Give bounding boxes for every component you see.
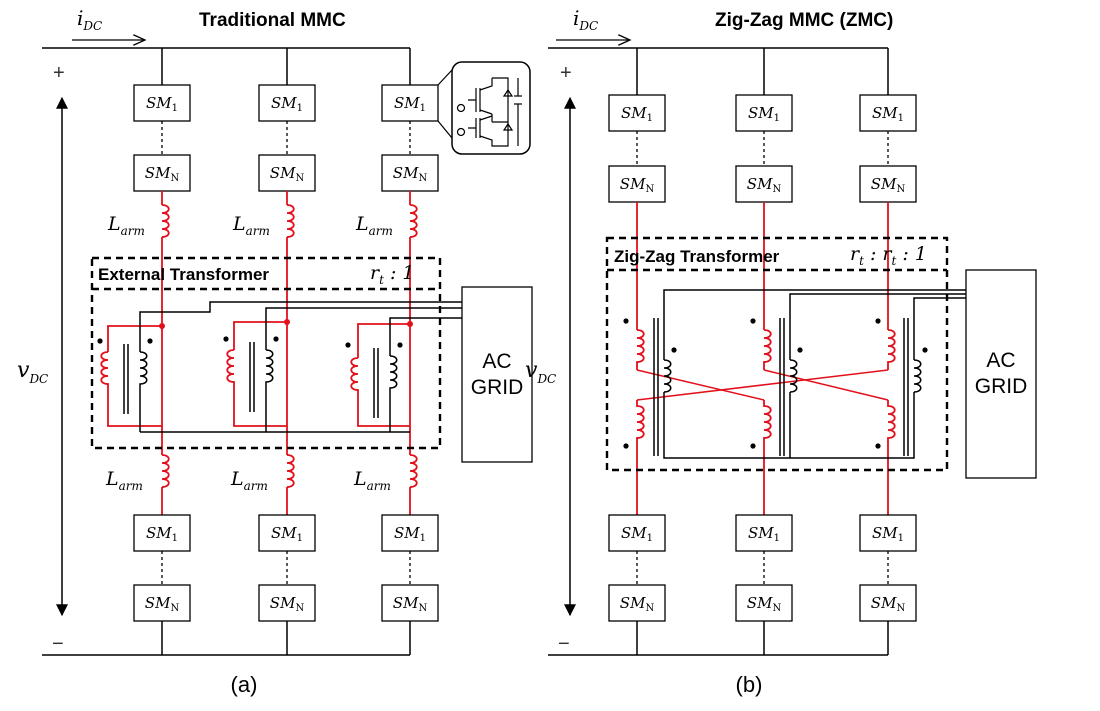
submodule-sm1 bbox=[133, 514, 191, 552]
panel-a-leg-1: SM1 SMN SM1 SMN bbox=[133, 48, 191, 655]
panel-b-title: Zig-Zag MMC (ZMC) bbox=[715, 10, 893, 31]
submodule-sm1 bbox=[381, 84, 439, 122]
svg-text:SM1: SM1 bbox=[872, 524, 904, 544]
inductor-label: Larm bbox=[105, 468, 143, 493]
submodule-sm1 bbox=[859, 94, 917, 132]
panel-a-minus-sign: − bbox=[52, 633, 64, 655]
submodule-smn bbox=[258, 584, 316, 622]
submodule-sm1 bbox=[258, 84, 316, 122]
ac-grid-a-line2: GRID bbox=[471, 376, 524, 399]
inductor-label: Larm bbox=[353, 468, 391, 493]
svg-text:SM1: SM1 bbox=[748, 524, 780, 544]
ac-grid-b bbox=[965, 269, 1037, 479]
inductor-label: Larm bbox=[230, 468, 268, 493]
arm-inductor bbox=[161, 204, 170, 238]
inductor-label: Larm bbox=[232, 213, 270, 238]
submodule-sm1 bbox=[735, 94, 793, 132]
svg-text:SM1: SM1 bbox=[271, 524, 303, 544]
svg-text:SMN: SMN bbox=[145, 594, 180, 614]
svg-text:SMN: SMN bbox=[871, 175, 906, 195]
submodule-sm1 bbox=[735, 514, 793, 552]
arm-inductor bbox=[409, 454, 418, 488]
external-transformer-title: External Transformer bbox=[98, 265, 269, 284]
submodule-sm1 bbox=[258, 514, 316, 552]
zigzag-transformer-ratio: rt : rt : 1 bbox=[850, 243, 927, 268]
svg-text:SMN: SMN bbox=[871, 594, 906, 614]
panel-a-voltage-label: vDC bbox=[17, 358, 48, 386]
svg-text:SMN: SMN bbox=[393, 594, 428, 614]
panel-a-caption: (a) bbox=[231, 672, 258, 697]
svg-text:SMN: SMN bbox=[270, 164, 305, 184]
panel-b-caption: (b) bbox=[736, 672, 763, 697]
inductor-label: Larm bbox=[355, 213, 393, 238]
external-transformer-box bbox=[90, 256, 442, 450]
panel-a-plus-sign: + bbox=[53, 62, 65, 84]
submodule-smn bbox=[258, 154, 316, 192]
panel-a-leg-3: SM1 SMN SM1 SMN bbox=[381, 48, 439, 655]
svg-text:SM1: SM1 bbox=[621, 104, 653, 124]
panel-a-title: Traditional MMC bbox=[199, 10, 346, 31]
panel-b-leg-2: SM1 SMN SM1 SMN bbox=[735, 48, 793, 655]
svg-text:SMN: SMN bbox=[620, 175, 655, 195]
submodule-sm1 bbox=[381, 514, 439, 552]
zigzag-transformer-title: Zig-Zag Transformer bbox=[614, 247, 780, 266]
arm-inductor bbox=[409, 204, 418, 238]
panel-b-plus-sign: + bbox=[560, 62, 572, 84]
submodule-detail-callout bbox=[437, 61, 531, 155]
panel-b-leg-1: SM1 SMN SM1 SMN bbox=[608, 48, 666, 655]
submodule-smn bbox=[608, 165, 666, 203]
panel-b-current-label: iDC bbox=[573, 6, 598, 33]
ac-grid-b-line2: GRID bbox=[975, 375, 1028, 398]
ac-grid-a-line1: AC bbox=[482, 350, 511, 373]
svg-text:SM1: SM1 bbox=[748, 104, 780, 124]
svg-text:SM1: SM1 bbox=[394, 94, 426, 114]
submodule-smn bbox=[133, 584, 191, 622]
arm-inductor bbox=[286, 454, 295, 488]
panel-zigzag-mmc: Zig-Zag MMC (ZMC) iDC + − vDC SM1 SMN SM… bbox=[525, 6, 1037, 697]
transformer-ratio: rt : 1 bbox=[370, 262, 415, 287]
svg-text:SM1: SM1 bbox=[271, 94, 303, 114]
panel-b-voltage-label: vDC bbox=[525, 358, 556, 386]
external-transformer-windings bbox=[97, 301, 462, 433]
arm-inductor bbox=[161, 454, 170, 488]
panel-traditional-mmc: Traditional MMC iDC + − vDC SM1 SMN SM1 bbox=[17, 6, 533, 697]
panel-b-leg-3: SM1 SMN SM1 SMN bbox=[859, 48, 917, 655]
ac-grid-b-line1: AC bbox=[986, 349, 1015, 372]
svg-text:SM1: SM1 bbox=[146, 524, 178, 544]
submodule-smn bbox=[133, 154, 191, 192]
svg-text:SMN: SMN bbox=[145, 164, 180, 184]
submodule-smn bbox=[381, 154, 439, 192]
zigzag-transformer-box bbox=[605, 236, 949, 472]
zigzag-transformer-windings bbox=[623, 289, 966, 466]
arm-inductor bbox=[286, 204, 295, 238]
submodule-sm1 bbox=[133, 84, 191, 122]
svg-text:SMN: SMN bbox=[393, 164, 428, 184]
svg-text:SM1: SM1 bbox=[621, 524, 653, 544]
panel-a-leg-2: SM1 SMN SM1 SMN bbox=[258, 48, 316, 655]
submodule-smn bbox=[381, 584, 439, 622]
svg-text:SMN: SMN bbox=[270, 594, 305, 614]
svg-text:SM1: SM1 bbox=[394, 524, 426, 544]
svg-text:SMN: SMN bbox=[747, 175, 782, 195]
ac-grid-a bbox=[461, 286, 533, 463]
svg-text:SMN: SMN bbox=[747, 594, 782, 614]
inductor-label: Larm bbox=[107, 213, 145, 238]
panel-a-current-label: iDC bbox=[77, 6, 102, 33]
svg-text:SM1: SM1 bbox=[146, 94, 178, 114]
svg-text:SMN: SMN bbox=[620, 594, 655, 614]
svg-text:SM1: SM1 bbox=[872, 104, 904, 124]
panel-b-minus-sign: − bbox=[558, 633, 570, 655]
